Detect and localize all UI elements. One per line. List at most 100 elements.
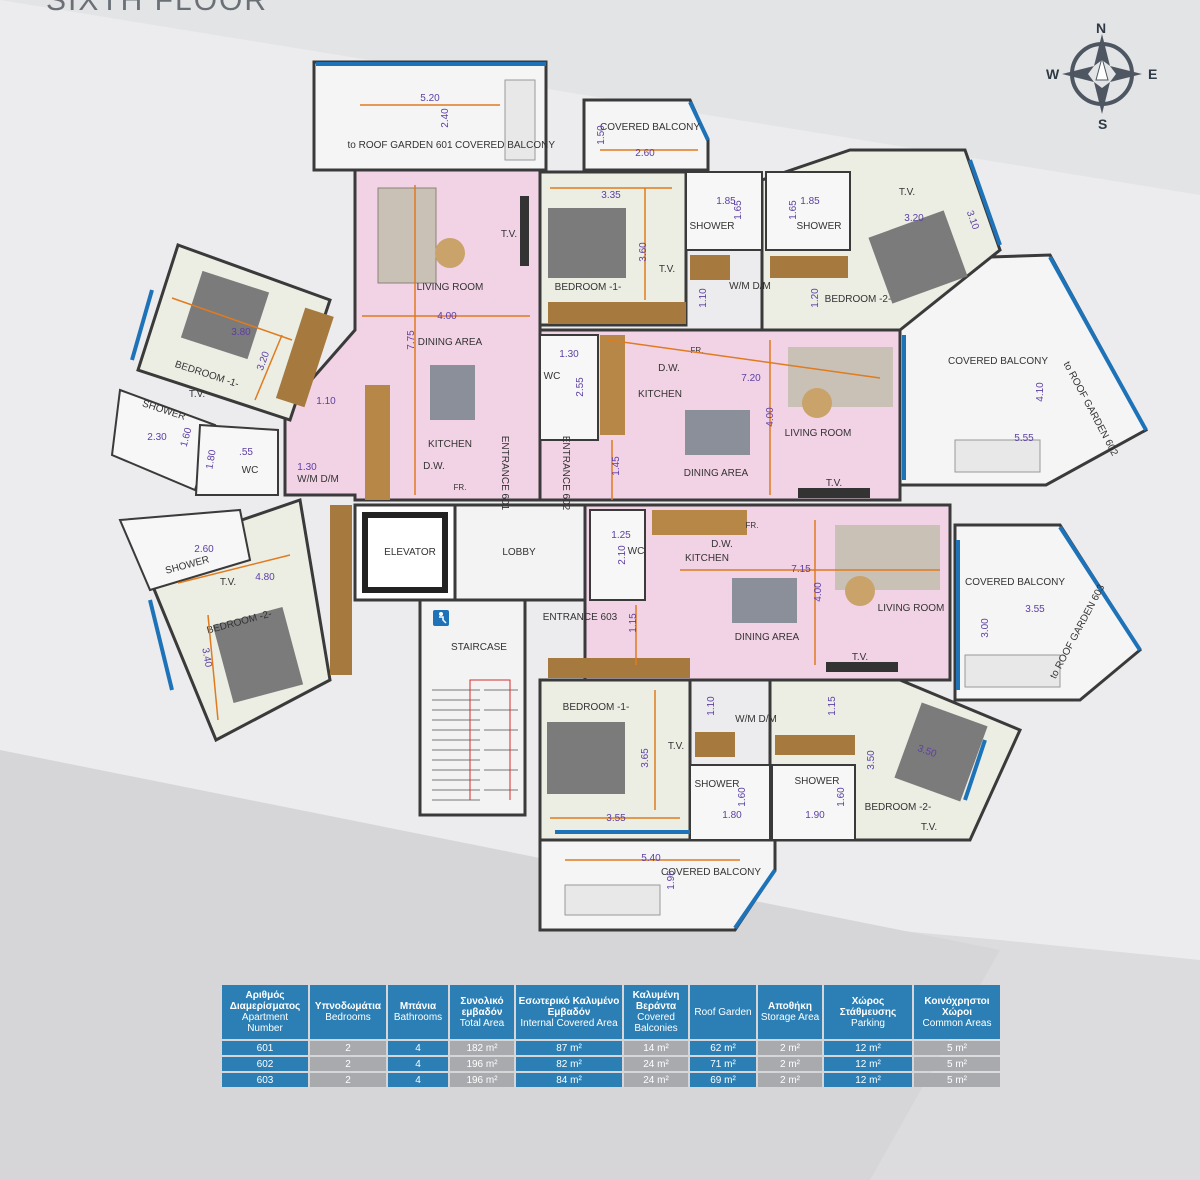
bedroom-2-603-label: BEDROOM -2- <box>865 802 932 813</box>
dim-1-15a: 1.15 <box>628 613 639 633</box>
furniture <box>180 79 1061 916</box>
cell: 84 m² <box>516 1073 622 1087</box>
cell: 2 m² <box>758 1057 822 1071</box>
tv-602b-label: T.V. <box>899 187 915 198</box>
cell: 82 m² <box>516 1057 622 1071</box>
tv-602c-label: T.V. <box>826 478 842 489</box>
dim-0-55: .55 <box>239 447 253 458</box>
dim-1-30b: 1.30 <box>559 349 579 360</box>
dim-1-65a: 1.65 <box>733 200 744 220</box>
kitchen-601-label: KITCHEN <box>428 439 472 450</box>
dim-3-40: 3.40 <box>199 647 213 669</box>
staircase-label: STAIRCASE <box>451 642 507 653</box>
dim-4-00b: 4.00 <box>765 407 776 427</box>
dim-3-60: 3.60 <box>638 242 649 262</box>
dw-601-label: D.W. <box>423 461 445 472</box>
cell: 2 <box>310 1073 386 1087</box>
dim-2-10: 2.10 <box>617 545 628 565</box>
wm-601-label: W/M D/M <box>297 474 339 485</box>
compass-e: E <box>1148 66 1158 82</box>
core <box>353 503 587 817</box>
wm-602-label: W/M D/M <box>729 281 771 292</box>
dim-4-80: 4.80 <box>255 572 275 583</box>
unit-601-baths <box>110 388 279 592</box>
bedroom-2-602-label: BEDROOM -2- <box>825 294 892 305</box>
cell: 69 m² <box>690 1073 756 1087</box>
bedroom-1-603-label: BEDROOM -1- <box>563 702 630 713</box>
dim-1-95: 1.95 <box>666 870 677 890</box>
cell: 24 m² <box>624 1073 688 1087</box>
covered-balcony-601-label: COVERED BALCONY <box>455 140 555 151</box>
compass-n: N <box>1096 20 1107 36</box>
roof-garden-601-label: to ROOF GARDEN 601 <box>347 140 452 151</box>
shower-603a-label: SHOWER <box>695 779 740 790</box>
dim-1-10a: 1.10 <box>316 396 336 407</box>
dim-3-80: 3.80 <box>231 327 251 338</box>
table-row: 602 2 4 196 m² 82 m² 24 m² 71 m² 2 m² 12… <box>222 1057 1000 1071</box>
elevator-label: ELEVATOR <box>384 547 436 558</box>
tv-601b-label: T.V. <box>501 229 517 240</box>
dim-1-65b: 1.65 <box>788 200 799 220</box>
tv-603b-label: T.V. <box>668 741 684 752</box>
dim-4-10: 4.10 <box>1035 382 1046 402</box>
table-row: 603 2 4 196 m² 84 m² 24 m² 69 m² 2 m² 12… <box>222 1073 1000 1087</box>
dim-5-55: 5.55 <box>1014 433 1034 444</box>
compass: N S W E <box>1044 20 1160 132</box>
dim-7-15: 7.15 <box>791 564 811 575</box>
cell: 87 m² <box>516 1041 622 1055</box>
compass-s: S <box>1098 116 1108 132</box>
dim-4-00a: 4.00 <box>437 311 457 322</box>
living-room-601-label: LIVING ROOM <box>417 282 484 293</box>
dim-1-50: 1.50 <box>596 125 607 145</box>
wc-603-label: WC <box>628 546 645 557</box>
dim-1-15b: 1.15 <box>827 696 838 716</box>
unit-603-baths <box>589 509 856 841</box>
cell: 5 m² <box>914 1073 1000 1087</box>
windows <box>130 62 1148 930</box>
shower-603b-label: SHOWER <box>795 776 840 787</box>
dim-7-20: 7.20 <box>741 373 761 384</box>
dim-1-10b: 1.10 <box>698 288 709 308</box>
cell: 196 m² <box>450 1073 514 1087</box>
cell: 602 <box>222 1057 308 1071</box>
dim-4-00c: 4.00 <box>813 582 824 602</box>
cell: 62 m² <box>690 1041 756 1055</box>
page-title: SIXTH FLOOR <box>46 0 269 17</box>
cell: 2 m² <box>758 1073 822 1087</box>
dim-1-60b: 1.60 <box>737 787 748 807</box>
dim-7-75: 7.75 <box>406 330 417 350</box>
dim-1-85b: 1.85 <box>800 196 820 207</box>
dim-3-55b: 3.55 <box>606 813 626 824</box>
cell: 14 m² <box>624 1041 688 1055</box>
unit-602-baths <box>539 171 851 441</box>
dim-5-40: 5.40 <box>641 853 661 864</box>
cell: 182 m² <box>450 1041 514 1055</box>
covered-balcony-602-label: COVERED BALCONY <box>948 356 1048 367</box>
dim-1-85a: 1.85 <box>716 196 736 207</box>
cell: 5 m² <box>914 1057 1000 1071</box>
compass-rose-icon <box>1062 34 1142 114</box>
cell: 12 m² <box>824 1057 912 1071</box>
dim-3-00: 3.00 <box>980 618 991 638</box>
cell: 196 m² <box>450 1057 514 1071</box>
dim-1-45: 1.45 <box>611 456 622 476</box>
shower-602b-label: SHOWER <box>797 221 842 232</box>
kitchen-602-label: KITCHEN <box>638 389 682 400</box>
th-roof: Roof Garden <box>690 985 756 1039</box>
cell: 2 <box>310 1057 386 1071</box>
entrance-601-label: ENTRANCE 601 <box>499 436 510 511</box>
bedroom-1-602-label: BEDROOM -1- <box>555 282 622 293</box>
dining-area-601-label: DINING AREA <box>418 337 483 348</box>
covered-balcony-603-label: COVERED BALCONY <box>965 577 1065 588</box>
dim-1-90: 1.90 <box>805 810 825 821</box>
dim-1-80b: 1.80 <box>722 810 742 821</box>
accessibility-icon <box>433 610 449 626</box>
dining-area-602-label: DINING AREA <box>684 468 749 479</box>
tv-601a-label: T.V. <box>189 389 205 400</box>
